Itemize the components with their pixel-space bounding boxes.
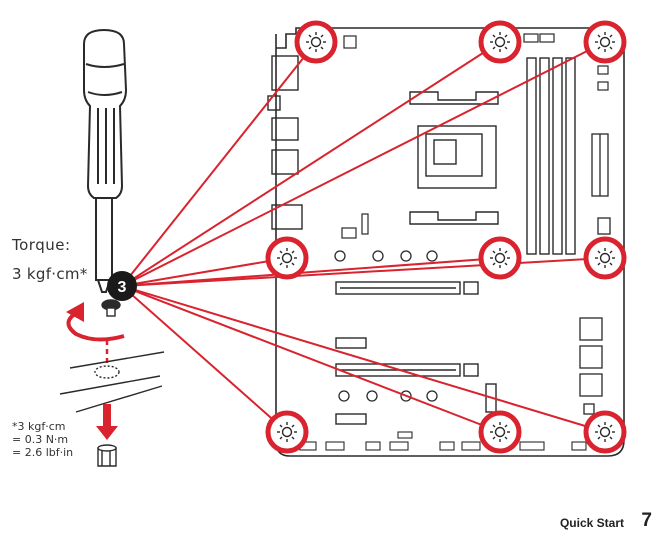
board-surface-icon xyxy=(59,351,165,413)
screwdriver-icon xyxy=(83,28,128,293)
pcie-slots xyxy=(335,281,497,425)
note-line-2: = 0.3 N·m xyxy=(12,433,69,446)
headers-bottom xyxy=(299,431,587,451)
rotate-arrow-icon xyxy=(66,302,125,342)
pointer-lines xyxy=(121,41,606,433)
down-arrow-icon xyxy=(96,404,118,440)
mounting-hole-mid-right xyxy=(583,236,627,280)
atx-power xyxy=(591,133,611,235)
screw-icon xyxy=(101,299,121,317)
note-line-1: *3 kgf·cm xyxy=(12,420,66,433)
motherboard-outline xyxy=(275,27,625,457)
mounting-hole-top-center xyxy=(478,20,522,64)
cpu-socket xyxy=(409,91,499,225)
standoff-circles xyxy=(334,250,438,402)
footer-section-label: Quick Start xyxy=(559,516,624,530)
mounting-hole-mid-center xyxy=(478,236,522,280)
mounting-hole-markers xyxy=(265,20,627,454)
torque-conversion-note: *3 kgf·cm = 0.3 N·m = 2.6 lbf·in xyxy=(12,420,73,459)
mounting-hole-bottom-right xyxy=(583,410,627,454)
mounting-hole-bottom-left xyxy=(265,410,309,454)
mounting-hole-bottom-center xyxy=(478,410,522,454)
headers-top xyxy=(341,33,609,239)
torque-label: Torque: xyxy=(12,236,71,254)
mounting-hole-mid-left xyxy=(265,236,309,280)
note-line-3: = 2.6 lbf·in xyxy=(12,446,74,459)
step-number: 3 xyxy=(118,279,127,296)
step-badge: 3 xyxy=(107,271,137,301)
right-components xyxy=(579,317,603,415)
standoff-icon xyxy=(97,444,117,467)
page-number: 7 xyxy=(641,510,652,531)
torque-value: 3 kgf·cm* xyxy=(12,265,88,283)
mounting-hole-top-right xyxy=(583,20,627,64)
mounting-hole-top-left xyxy=(294,20,338,64)
dimm-slots xyxy=(526,57,576,255)
